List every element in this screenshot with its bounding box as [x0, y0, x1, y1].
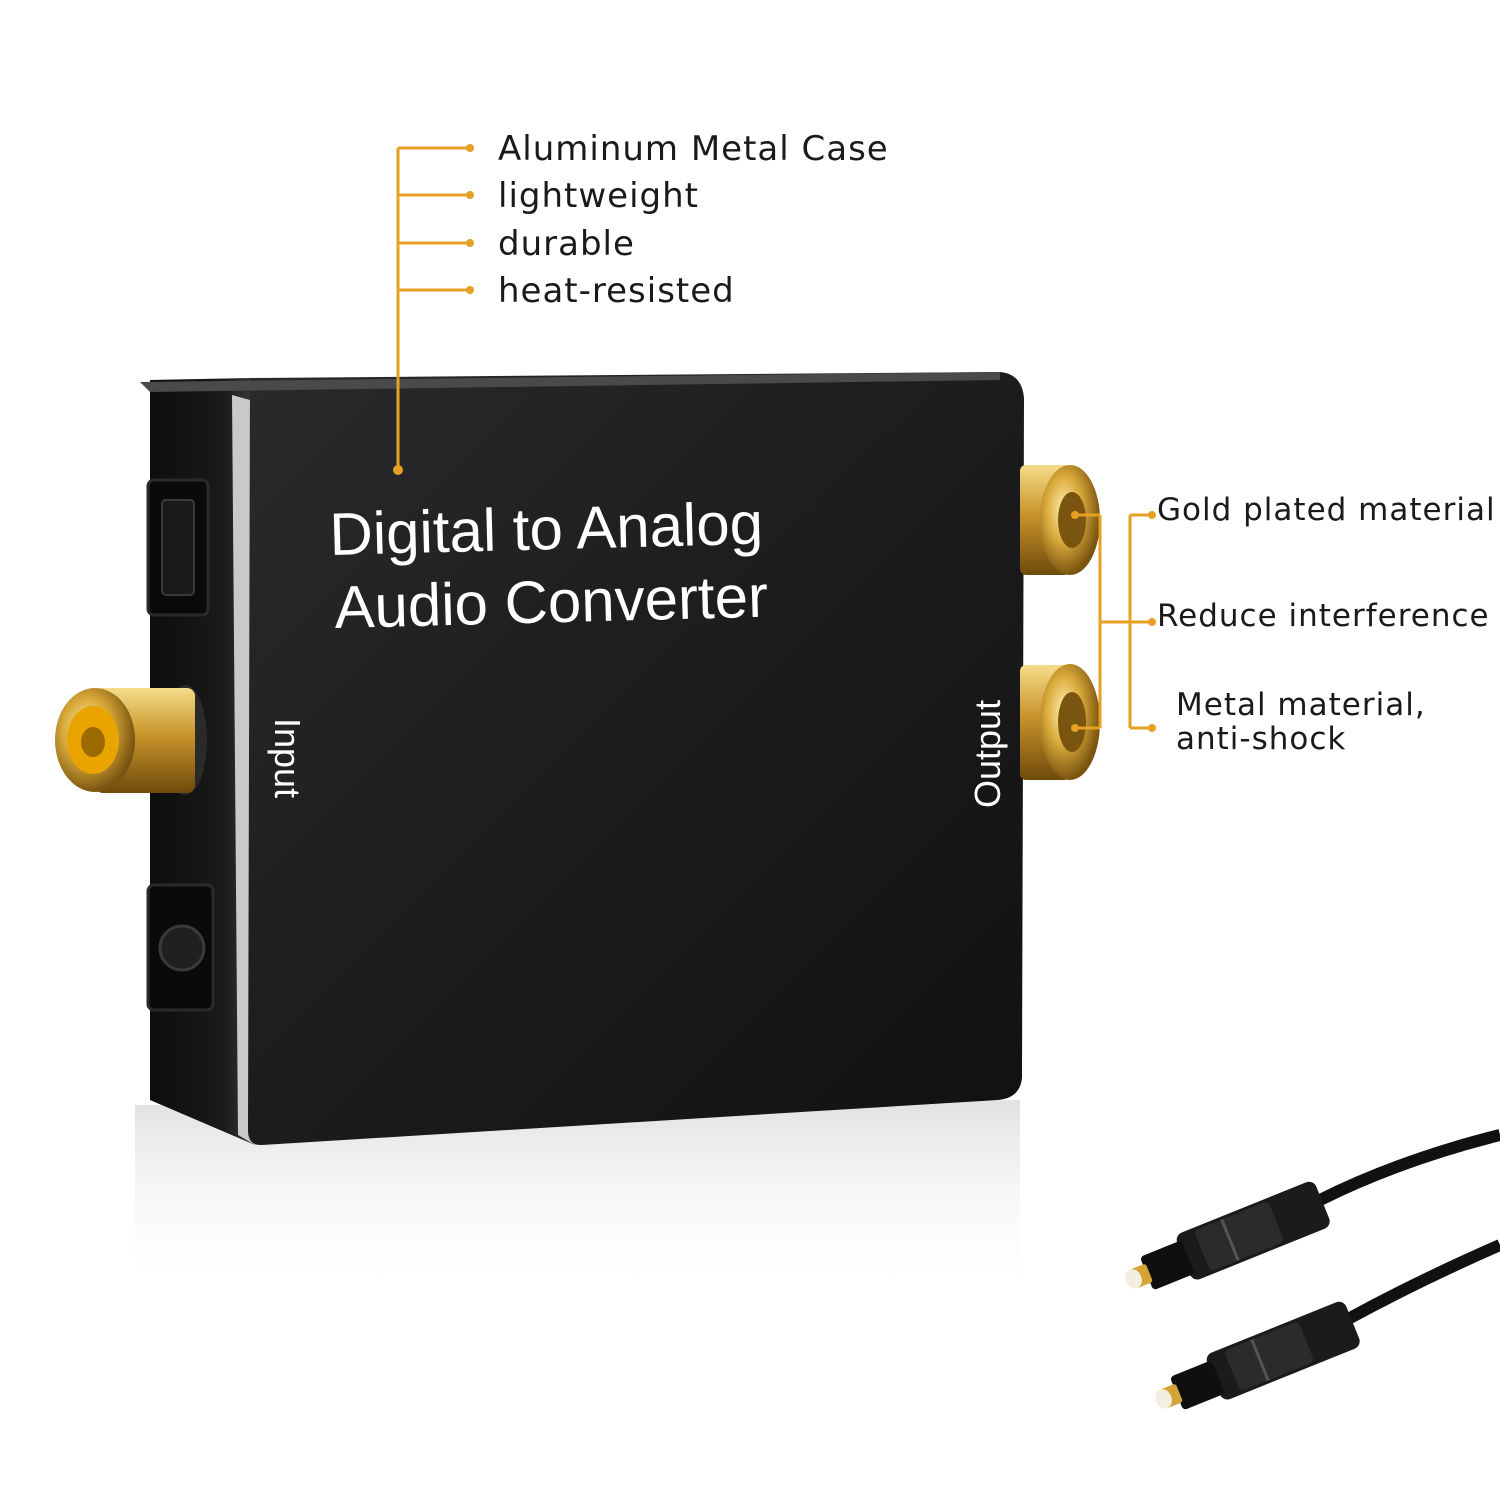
coax-label: C — [123, 660, 148, 676]
output-callout-dots — [1071, 511, 1156, 732]
callout-durable: durable — [498, 224, 635, 264]
dc-label: DC 5V — [120, 890, 145, 955]
spdif-label: SPDIF — [120, 480, 145, 545]
output-rca-top-center — [1058, 492, 1086, 548]
callout-metal-line1: Metal material, — [1176, 687, 1426, 723]
front-label-line1: Digital to Analog — [329, 490, 764, 568]
callout-lightweight: lightweight — [498, 176, 699, 216]
output-label: Output — [967, 700, 1008, 808]
callout-metal-material: Metal material, anti-shock — [1176, 688, 1426, 756]
spdif-port-inner — [161, 499, 195, 596]
case-top-bevel — [140, 372, 1000, 392]
callout-metal-line2: anti-shock — [1176, 721, 1347, 757]
case-reflection — [135, 1100, 1020, 1300]
toslink-plug-bottom — [1155, 1301, 1360, 1410]
front-label-line2: Audio Converter — [334, 563, 769, 641]
case-front-face — [248, 372, 1024, 1146]
output-rca-bottom-center — [1058, 692, 1086, 752]
cable-wire-top — [1317, 1129, 1500, 1206]
toslink-plug-top — [1125, 1181, 1330, 1290]
dc-port-hole — [158, 924, 206, 972]
callout-reduce-interference: Reduce interference — [1157, 598, 1490, 634]
case-callout-dots — [393, 144, 474, 475]
optical-cable — [1125, 1129, 1500, 1410]
case-callout-lines — [396, 146, 470, 470]
callout-heat-resisted: heat-resisted — [498, 271, 735, 311]
input-rca-pin — [81, 727, 105, 757]
callout-aluminum-case: Aluminum Metal Case — [498, 129, 889, 169]
cable-wire-bottom — [1347, 1239, 1500, 1324]
input-label: Input — [267, 718, 308, 798]
callout-gold-plated: Gold plated material — [1157, 492, 1496, 528]
